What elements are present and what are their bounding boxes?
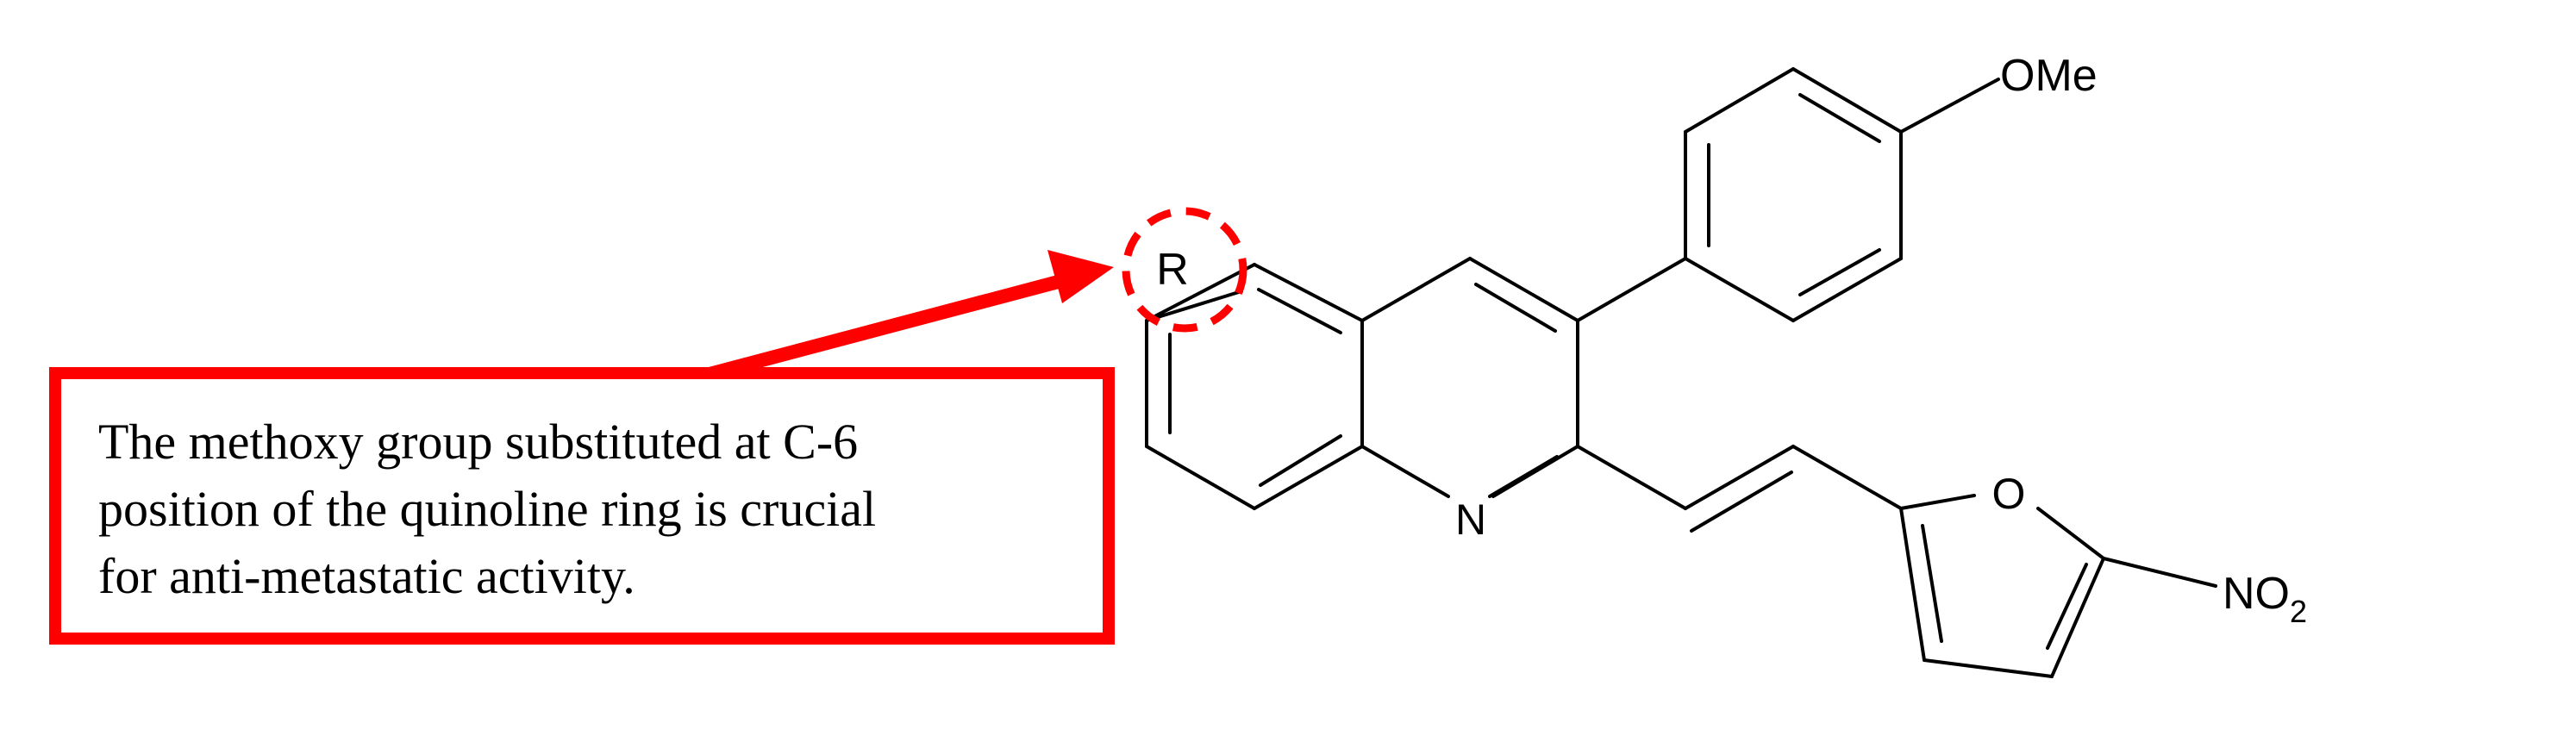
highlight-dashed-circle bbox=[1122, 207, 1247, 333]
vinyl-linker bbox=[1576, 445, 1903, 533]
benzo-ring bbox=[1145, 263, 1364, 510]
nitro-label: NO2 bbox=[2223, 569, 2307, 629]
annotation-line-3: for anti-metastatic activity. bbox=[98, 548, 635, 604]
annotation-line-1: The methoxy group substituted at C-6 bbox=[98, 414, 858, 470]
methoxyphenyl-ring bbox=[1576, 67, 2000, 322]
pyridine-ring bbox=[1360, 257, 1579, 498]
nitro-subscript: 2 bbox=[2290, 594, 2307, 629]
nitro-main-text: NO bbox=[2223, 569, 2290, 619]
r-group-label: R bbox=[1156, 245, 1189, 295]
ring-nitrogen-label: N bbox=[1455, 496, 1486, 544]
highlight-arrow bbox=[694, 250, 1114, 384]
furan-oxygen-label: O bbox=[1992, 470, 2026, 518]
annotation-box: The methoxy group substituted at C-6 pos… bbox=[49, 367, 1115, 645]
annotation-line-2: position of the quinoline ring is crucia… bbox=[98, 481, 876, 537]
furan-ring bbox=[1899, 494, 2217, 678]
r-group: R bbox=[1122, 207, 1247, 333]
methoxy-label: OMe bbox=[2000, 51, 2098, 101]
